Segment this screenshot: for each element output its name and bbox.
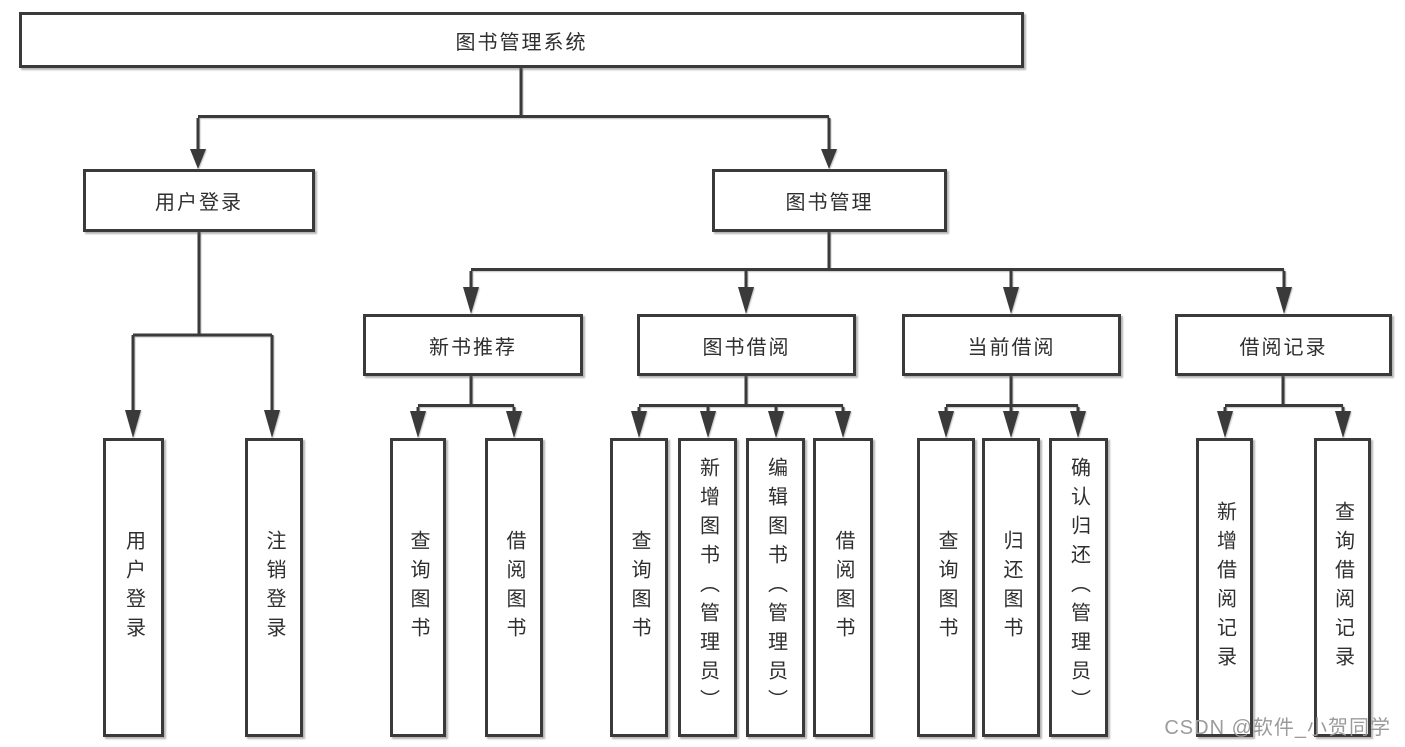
node-user-login: 用户登录 — [83, 169, 315, 232]
leaf-current-return-book: 归还图书 — [982, 438, 1040, 737]
node-new-book-recommend: 新书推荐 — [363, 314, 583, 376]
node-label: 查询图书 — [628, 529, 650, 646]
node-label: 图书借阅 — [702, 336, 791, 359]
node-label: 查询借阅记录 — [1331, 500, 1354, 675]
node-label: 新书推荐 — [429, 336, 517, 359]
node-label: 借阅记录 — [1239, 336, 1328, 359]
node-label: 新增借阅记录 — [1213, 500, 1236, 675]
leaf-current-confirm-return-admin: 确认归还（管理员） — [1049, 438, 1108, 737]
node-library-management-system: 图书管理系统 — [19, 12, 1024, 68]
leaf-borrow-add-book-admin: 新增图书（管理员） — [678, 438, 737, 737]
leaf-newbook-query-book: 查询图书 — [390, 438, 446, 737]
leaf-newbook-borrow-book: 借阅图书 — [485, 438, 543, 737]
node-label: 用户登录 — [122, 529, 145, 646]
leaf-user-login: 用户登录 — [103, 438, 164, 737]
node-label: 借阅图书 — [503, 529, 525, 646]
node-label: 归还图书 — [1000, 529, 1022, 646]
node-label: 新增图书（管理员） — [696, 457, 719, 718]
node-label: 查询图书 — [407, 529, 429, 646]
node-book-management: 图书管理 — [712, 169, 947, 232]
node-label: 注销登录 — [263, 529, 285, 646]
leaf-current-query-book: 查询图书 — [917, 438, 975, 737]
leaf-borrow-borrow-book: 借阅图书 — [813, 438, 873, 737]
leaf-record-add-borrow-record: 新增借阅记录 — [1196, 438, 1253, 737]
node-current-borrowing: 当前借阅 — [902, 314, 1121, 376]
node-label: 借阅图书 — [832, 529, 854, 646]
node-label: 查询图书 — [935, 529, 957, 646]
node-borrow-records: 借阅记录 — [1175, 314, 1392, 376]
node-label: 确认归还（管理员） — [1067, 457, 1090, 718]
leaf-logout: 注销登录 — [245, 438, 303, 737]
node-label: 编辑图书（管理员） — [764, 457, 787, 718]
leaf-record-query-borrow-record: 查询借阅记录 — [1314, 438, 1371, 737]
watermark: CSDN @软件_小贺同学 — [1164, 717, 1391, 739]
leaf-borrow-edit-book-admin: 编辑图书（管理员） — [746, 438, 805, 737]
leaf-borrow-query-book: 查询图书 — [610, 438, 668, 737]
node-label: 用户登录 — [155, 192, 243, 214]
node-label: 图书管理 — [785, 192, 874, 214]
node-book-borrowing: 图书借阅 — [637, 314, 856, 376]
node-label: 当前借阅 — [967, 336, 1056, 359]
node-label: 图书管理系统 — [455, 31, 588, 54]
